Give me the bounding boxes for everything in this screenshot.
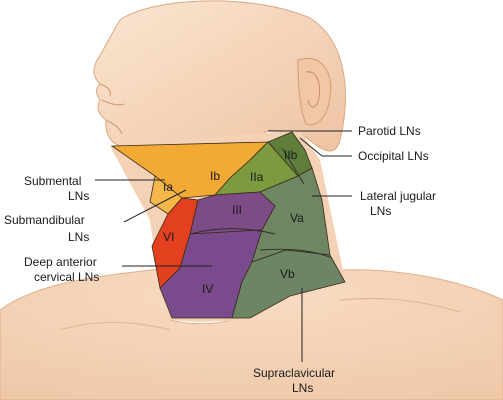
level-label-iii: III — [232, 203, 242, 217]
label-submental-line2: LNs — [68, 189, 89, 203]
label-submental-line1: Submental — [24, 174, 81, 188]
leader-occipital-a — [299, 137, 323, 157]
level-label-iib: IIb — [284, 148, 298, 162]
label-deep-anterior-line1: Deep anterior — [24, 255, 97, 269]
label-lateral-jugular-line2: LNs — [370, 204, 391, 218]
label-deep-anterior-line2: cervical LNs — [34, 270, 99, 284]
nose-lips-contour — [99, 83, 125, 135]
label-submandibular-line1: Submandibular — [4, 213, 85, 227]
label-parotid: Parotid LNs — [358, 124, 421, 138]
zone-level-vb[interactable] — [231, 249, 346, 319]
level-label-va: Va — [290, 211, 304, 225]
level-label-vi: VI — [163, 230, 174, 244]
label-submandibular-line2: LNs — [68, 230, 89, 244]
ear — [297, 57, 332, 126]
label-supraclavicular-line1: Supraclavicular — [253, 366, 335, 380]
level-label-vb: Vb — [280, 267, 295, 281]
label-occipital: Occipital LNs — [358, 149, 429, 163]
level-label-ia: Ia — [163, 180, 173, 194]
level-label-iv: IV — [202, 282, 213, 296]
label-lateral-jugular-line1: Lateral jugular — [360, 189, 436, 203]
zone-boundary-curve-lower — [259, 248, 333, 259]
label-supraclavicular-line2: LNs — [292, 381, 313, 395]
collarbone-right — [339, 297, 461, 313]
zone-level-iib[interactable] — [267, 131, 313, 177]
zone-boundary-curve-upper — [189, 228, 276, 235]
collarbone-left — [59, 321, 171, 331]
leader-submandibular — [123, 189, 187, 223]
level-label-iia: IIa — [250, 170, 264, 184]
ear-inner — [305, 71, 320, 108]
level-label-ib: Ib — [210, 169, 220, 183]
zone-boundary-iib-diagonal — [281, 147, 305, 185]
